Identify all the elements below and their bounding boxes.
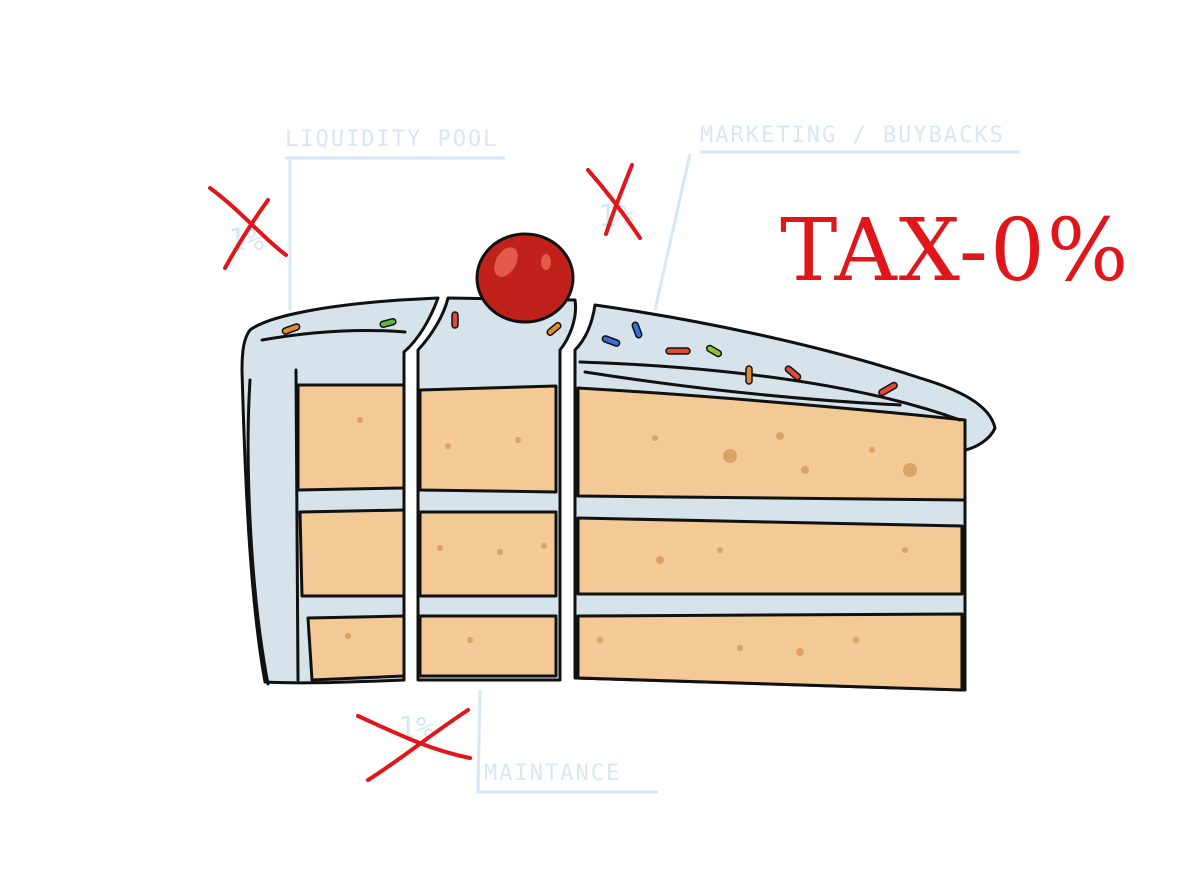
strike-marks bbox=[208, 163, 642, 782]
maintenance-strike bbox=[356, 714, 472, 760]
marketing-buybacks-label: MARKETING / BUYBACKS bbox=[700, 123, 1005, 148]
sprinkles bbox=[281, 311, 898, 397]
tax-headline: TAX-0% bbox=[780, 201, 1130, 301]
cake-slice bbox=[240, 296, 997, 692]
cherry bbox=[475, 232, 575, 324]
sponge-texture bbox=[345, 417, 917, 656]
liquidity-strike-2 bbox=[223, 198, 270, 270]
maintenance-label: MAINTANCE bbox=[484, 761, 621, 786]
maintenance-strike-2 bbox=[366, 708, 470, 782]
leader-lines bbox=[285, 150, 1020, 794]
marketing-strike-2 bbox=[604, 163, 634, 236]
liquidity-pool-label: LIQUIDITY POOL bbox=[285, 127, 498, 152]
